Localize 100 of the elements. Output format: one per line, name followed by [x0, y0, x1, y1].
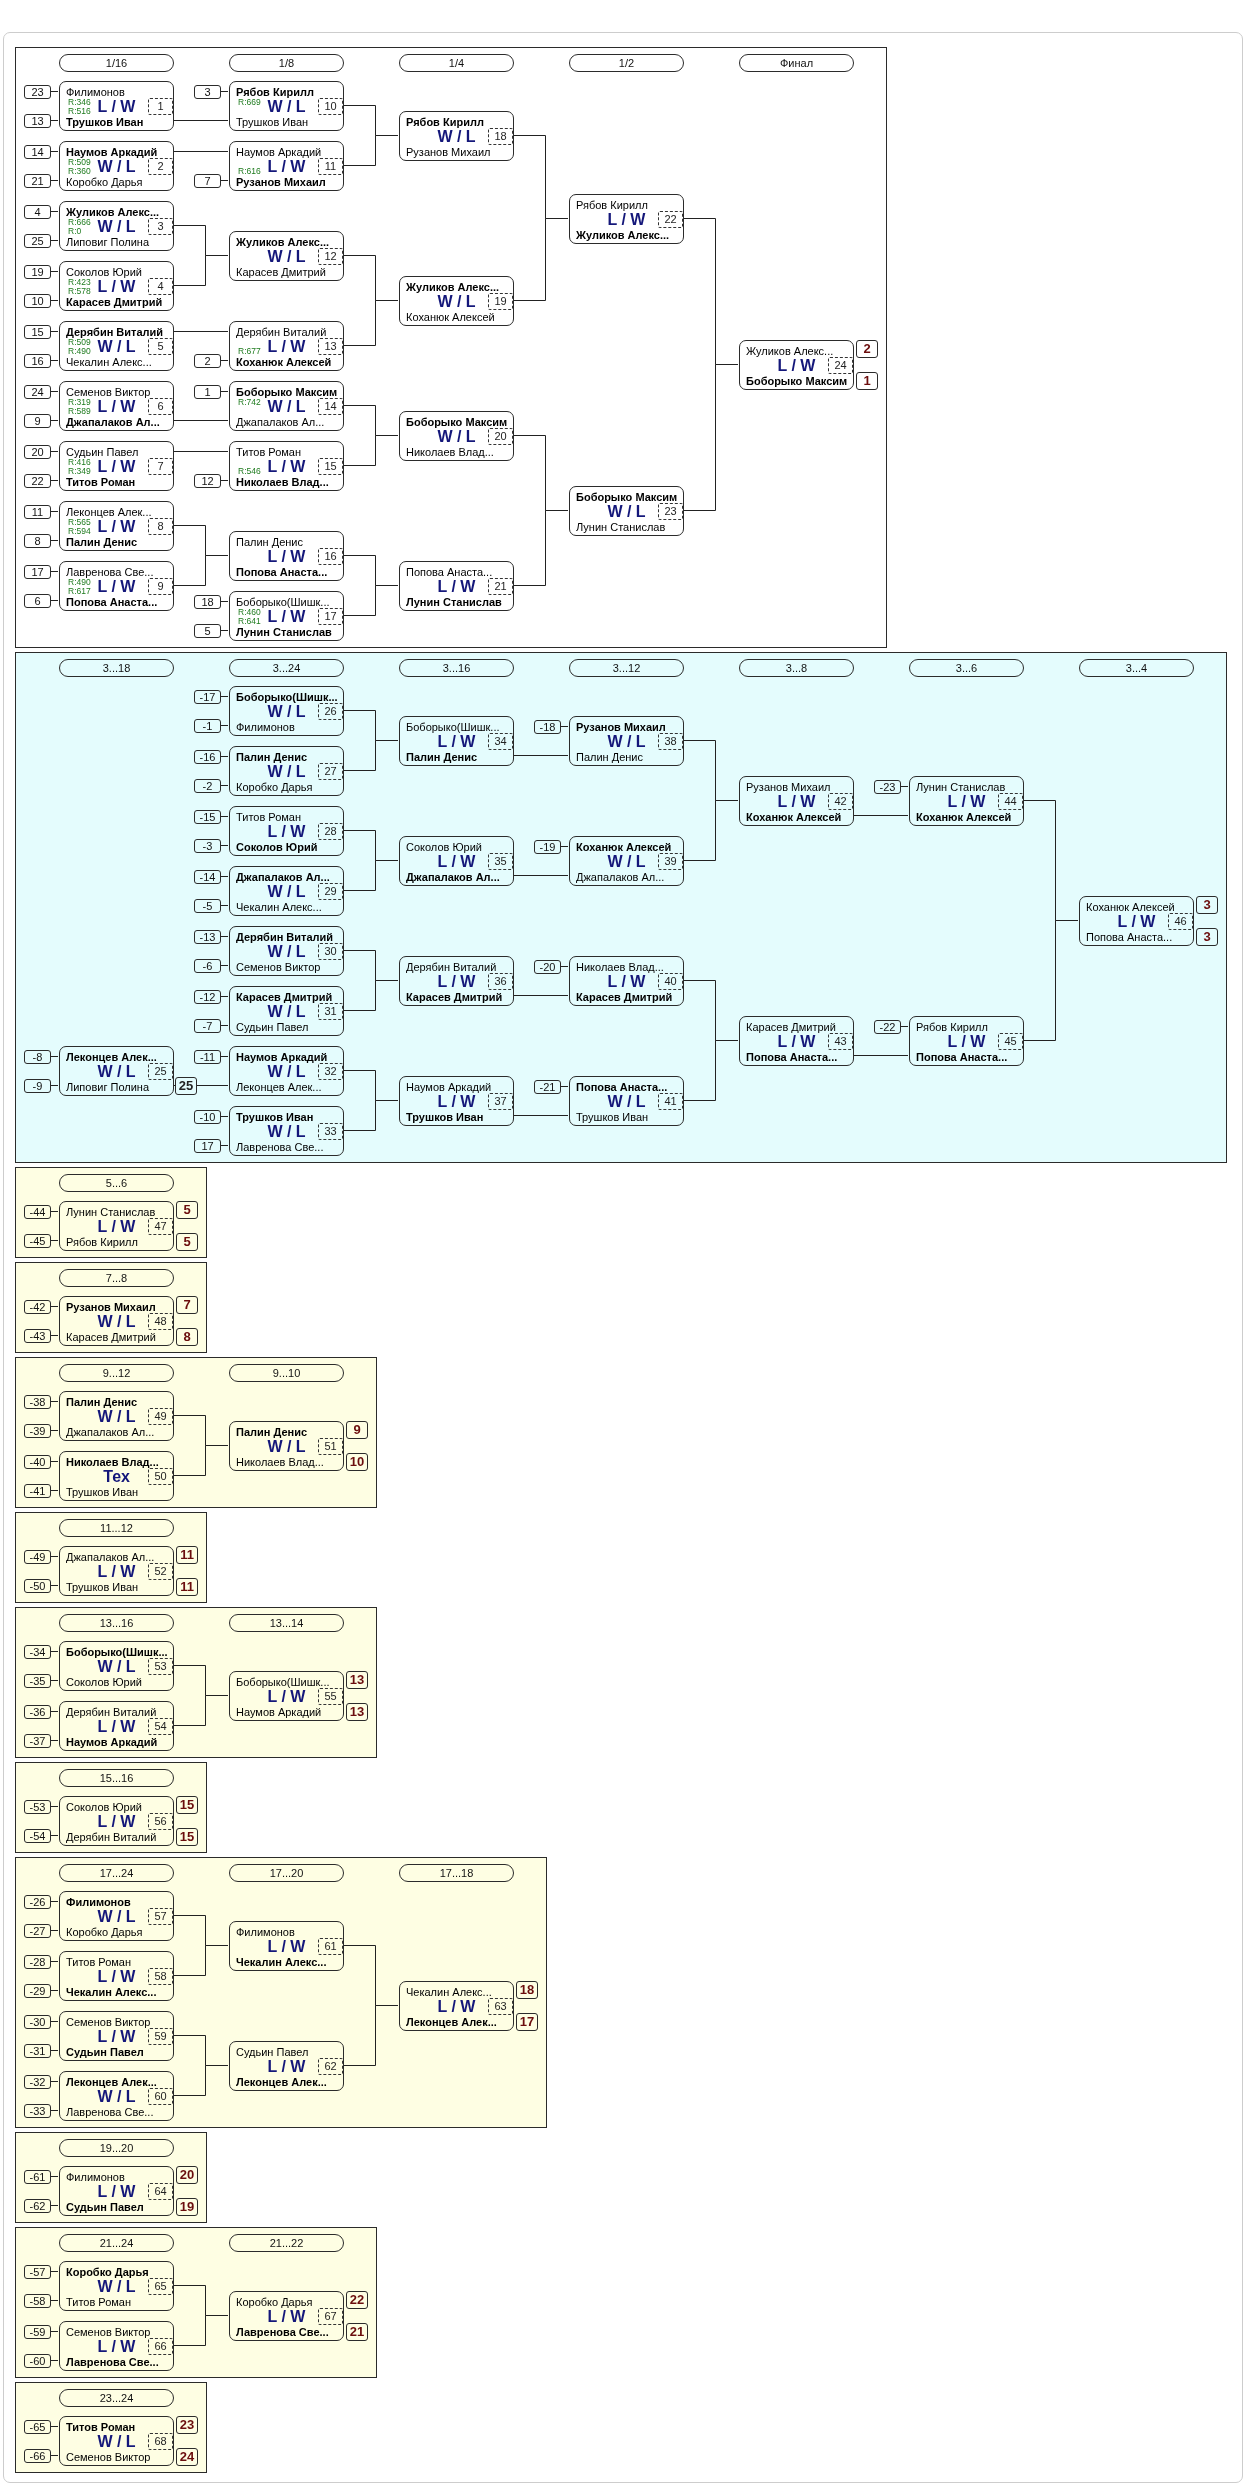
player-name: Палин Денис — [576, 751, 643, 763]
match-box — [59, 2261, 174, 2311]
match-box — [229, 806, 344, 856]
match-result: L / W — [437, 1998, 476, 2016]
source-number: -22 — [874, 1020, 901, 1034]
bracket-line — [49, 151, 59, 152]
player-name: Палин Денис — [66, 536, 138, 548]
source-number: -1 — [194, 719, 221, 733]
player-name: Карасев Дмитрий — [66, 296, 163, 308]
source-number: 25 — [24, 234, 51, 248]
source-number: 19 — [24, 265, 51, 279]
source-number: 8 — [24, 534, 51, 548]
match-box — [229, 866, 344, 916]
bracket-line — [172, 255, 229, 286]
player-name: Леконцев Алек... — [66, 2076, 157, 2088]
bracket-line — [49, 480, 59, 481]
bracket-line — [49, 2021, 59, 2022]
place-number: 3 — [1196, 896, 1218, 914]
bracket-line — [342, 135, 399, 166]
match-number: 51 — [318, 1438, 343, 1455]
player-name: Рузанов Михаил — [406, 146, 491, 158]
match-number: 37 — [488, 1093, 513, 1110]
match-box — [399, 111, 514, 161]
match-number: 39 — [658, 853, 683, 870]
bracket-line — [682, 800, 739, 861]
bracket-panel — [15, 1262, 207, 1353]
player-name: Жуликов Алекс... — [236, 236, 330, 248]
player-name: Титов Роман — [66, 1956, 132, 1968]
place-number: 19 — [176, 2198, 198, 2216]
source-number: -19 — [534, 840, 561, 854]
player-name: Попова Анаста... — [406, 566, 493, 578]
bracket-line — [219, 480, 229, 481]
source-number: 17 — [194, 1139, 221, 1153]
bracket-line — [172, 2065, 229, 2096]
bracket-line — [219, 936, 229, 937]
player-name: Дерябин Виталий — [406, 961, 497, 973]
match-number: 31 — [318, 1003, 343, 1020]
player-name: Судьин Павел — [236, 1021, 309, 1033]
bracket-line — [172, 555, 229, 586]
match-result: L / W — [97, 458, 136, 476]
match-box — [569, 836, 684, 886]
player-name: Попова Анаста... — [576, 1081, 668, 1093]
player-name: Филимонов — [66, 86, 125, 98]
bracket-line — [49, 1056, 59, 1057]
bracket-line — [219, 996, 229, 997]
player-name: Коханюк Алексей — [406, 311, 495, 323]
bracket-line — [49, 2205, 59, 2206]
match-box — [229, 1921, 344, 1971]
match-number: 34 — [488, 733, 513, 750]
player-name: Соколов Юрий — [236, 841, 318, 853]
bracket-panel — [15, 1607, 377, 1758]
source-number: -26 — [24, 1895, 51, 1909]
match-number: 10 — [318, 98, 343, 115]
bracket-line — [219, 1025, 229, 1026]
player-name: Рябов Кирилл — [406, 116, 484, 128]
player-name: Карасев Дмитрий — [746, 1021, 836, 1033]
player-name: Судьин Павел — [66, 446, 139, 458]
player-name: Чекалин Алекс... — [66, 356, 152, 368]
match-box — [59, 81, 174, 131]
bracket-panel — [15, 1512, 207, 1603]
match-number: 40 — [658, 973, 683, 990]
bracket-line — [219, 965, 229, 966]
source-number: -35 — [24, 1674, 51, 1688]
match-number: 29 — [318, 883, 343, 900]
match-result: W / L — [267, 1438, 306, 1456]
source-number: 21 — [24, 174, 51, 188]
match-number: 60 — [148, 2088, 173, 2105]
player-name: Коробко Дарья — [66, 1926, 143, 1938]
source-number: -41 — [24, 1484, 51, 1498]
bracket-line — [49, 451, 59, 452]
player-name: Жуликов Алекс... — [406, 281, 500, 293]
source-number: 16 — [24, 354, 51, 368]
rating-label: R:490 — [68, 578, 91, 586]
rating-label: R:516 — [68, 107, 91, 115]
rating-label: R:578 — [68, 287, 91, 295]
match-result: L / W — [947, 793, 986, 811]
bracket-line — [49, 2455, 59, 2456]
player-name: Лавренова Све... — [66, 2356, 159, 2368]
match-result: L / W — [267, 548, 306, 566]
match-box — [229, 441, 344, 491]
player-name: Наумов Аркадий — [236, 146, 322, 158]
match-number: 3 — [148, 218, 173, 235]
rating-label: R:594 — [68, 527, 91, 535]
bracket-line — [49, 1461, 59, 1462]
match-box — [59, 2071, 174, 2121]
player-name: Боборыко(Шишк... — [66, 1646, 168, 1658]
bracket-line — [49, 511, 59, 512]
source-number: -33 — [24, 2104, 51, 2118]
source-number: -28 — [24, 1955, 51, 1969]
match-box — [59, 201, 174, 251]
player-name: Коробко Дарья — [66, 176, 143, 188]
match-box — [59, 2416, 174, 2466]
bracket-line — [172, 1695, 229, 1726]
match-box — [399, 836, 514, 886]
source-number: 2 — [194, 354, 221, 368]
source-number: -43 — [24, 1329, 51, 1343]
player-name: Попова Анаста... — [236, 566, 328, 578]
player-name: Боборыко Максим — [746, 374, 848, 387]
source-number: 20 — [24, 445, 51, 459]
place-number: 22 — [346, 2291, 368, 2309]
